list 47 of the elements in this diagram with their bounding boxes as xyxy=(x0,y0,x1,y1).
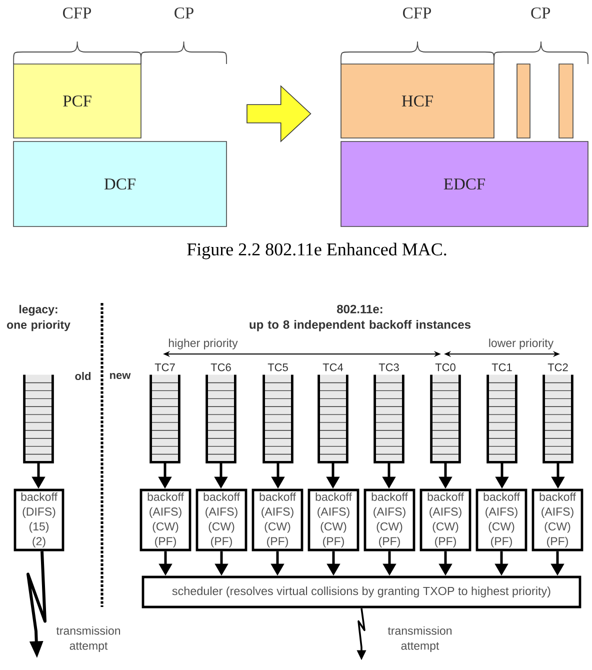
queue-label: TC6 xyxy=(210,363,231,372)
queue-label: TC5 xyxy=(268,363,288,372)
queue xyxy=(430,374,461,464)
figure-caption: Figure 2.2 802.11e Enhanced MAC. xyxy=(187,242,446,260)
queue xyxy=(206,374,236,464)
section-heading: legacy: one priority xyxy=(7,304,70,332)
side-label: new xyxy=(110,372,131,380)
brace-label: CFP xyxy=(403,7,431,19)
backoff-box: backoff (AIFS) (CW) (PF) xyxy=(420,488,472,552)
brace-label: CFP xyxy=(63,7,92,19)
backoff-box: backoff (AIFS) (CW) (PF) xyxy=(252,488,304,552)
scheduler-box: scheduler (resolves virtual collisions by granting TXOP to highest priority) xyxy=(142,576,582,608)
queue-label: TC7 xyxy=(154,363,175,372)
queue xyxy=(150,374,180,464)
queue xyxy=(542,374,574,464)
priority-label: higher priority xyxy=(168,338,238,350)
queue xyxy=(262,374,294,464)
backoff-box: backoff (AIFS) (CW) (PF) xyxy=(532,488,584,552)
edge-label: transmission attempt xyxy=(383,625,457,654)
queue xyxy=(374,374,404,464)
brace-label: CP xyxy=(531,7,550,19)
edge-label: transmission attempt xyxy=(52,625,126,654)
queue-label: TC1 xyxy=(492,363,512,372)
section-heading: 802.11e: up to 8 independent backoff instances xyxy=(250,304,470,332)
function-box: DCF xyxy=(13,141,227,227)
backoff-box: backoff (AIFS) (CW) (PF) xyxy=(364,488,416,552)
function-box: PCF xyxy=(13,64,142,138)
queue-label: TC4 xyxy=(322,363,344,372)
priority-label: lower priority xyxy=(489,338,554,350)
backoff-box: backoff (AIFS) (CW) (PF) xyxy=(196,488,248,552)
queue-label: TC0 xyxy=(435,363,456,372)
backoff-box: backoff (DIFS) (15) (2) xyxy=(14,488,64,552)
side-label: old xyxy=(75,372,91,380)
function-box: EDCF xyxy=(340,141,588,227)
brace-label: CP xyxy=(174,7,194,19)
function-box: HCF xyxy=(340,64,494,138)
backoff-box: backoff (AIFS) (CW) (PF) xyxy=(476,488,528,552)
block-arrow xyxy=(246,85,312,142)
narrow-bar xyxy=(516,64,530,138)
queue-label: TC3 xyxy=(378,363,399,372)
narrow-bar xyxy=(558,64,574,138)
backoff-box: backoff (AIFS) (CW) (PF) xyxy=(140,488,192,552)
queue-label: TC2 xyxy=(548,363,568,372)
queue xyxy=(23,374,54,464)
queue xyxy=(318,374,348,464)
backoff-box: backoff (AIFS) (CW) (PF) xyxy=(308,488,360,552)
queue xyxy=(486,374,518,464)
